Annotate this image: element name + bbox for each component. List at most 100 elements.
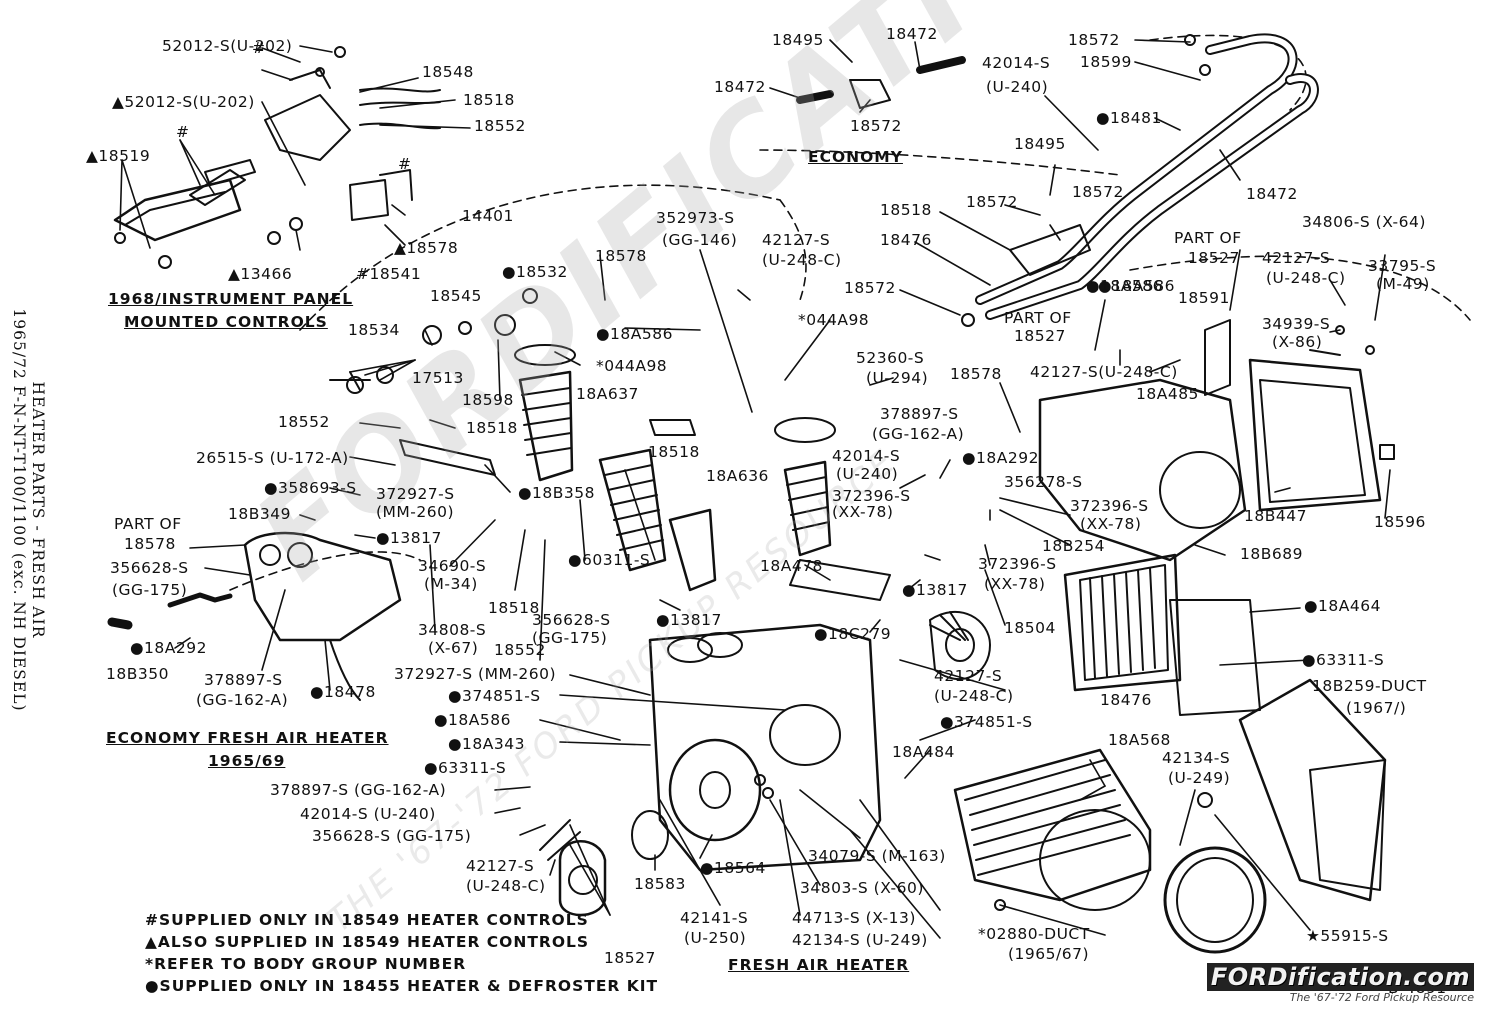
part-label: 18A568: [1108, 731, 1171, 749]
heater-core: [1063, 553, 1261, 716]
part-label: 18527: [1014, 327, 1066, 345]
part-label: ●18A292: [130, 639, 207, 657]
part-label: 44713-S (X-13): [792, 909, 916, 927]
part-label: PART OF: [114, 515, 182, 533]
part-label: (1965/67): [1008, 945, 1089, 963]
part-label: ●18481: [1096, 109, 1162, 127]
side-title-line1: HEATER PARTS - FRESH AIR: [29, 381, 47, 639]
part-label: 18527: [1188, 249, 1240, 267]
part-label: 18A485: [1136, 385, 1199, 403]
footnote-1: #SUPPLIED ONLY IN 18549 HEATER CONTROLS: [145, 911, 589, 929]
part-label: #: [398, 155, 412, 173]
part-label: 18B254: [1042, 537, 1105, 555]
part-label: 352973-S: [656, 209, 735, 227]
header-economy-fresh-air-2: 1965/69: [208, 752, 286, 770]
part-label: (U-240): [986, 78, 1049, 96]
part-label: #18541: [356, 265, 422, 283]
part-label: 18572: [1072, 183, 1124, 201]
part-label: *02880-DUCT: [978, 925, 1090, 943]
part-label: #: [176, 123, 190, 141]
logo-sub: The '67-'72 Ford Pickup Resource: [1289, 991, 1474, 1004]
part-label: ●13817: [376, 529, 442, 547]
part-label: 18B350: [106, 665, 169, 683]
part-label: 42141-S: [680, 909, 749, 927]
part-label: 18596: [1374, 513, 1426, 531]
part-label: 18527: [604, 949, 656, 967]
part-label: 18578: [124, 535, 176, 553]
part-label: 18572: [844, 279, 896, 297]
part-label: 42127-S(U-248-C): [1030, 363, 1178, 381]
part-label: 378897-S: [204, 671, 283, 689]
part-label: (U-248-C): [466, 877, 546, 895]
part-label: ●18B358: [518, 484, 595, 502]
part-label: (GG-175): [112, 581, 188, 599]
part-label: 42127-S: [466, 857, 535, 875]
part-label: ●18C279: [814, 625, 892, 643]
part-label: (MM-260): [376, 503, 455, 521]
part-label: 18583: [634, 875, 686, 893]
part-label: 33795-S: [1368, 257, 1437, 275]
side-title-line2: 1965/72 F-N-NT-T100/1100 (exc. NH DIESEL…: [10, 308, 28, 712]
part-label: (GG-146): [662, 231, 738, 249]
part-label: 356628-S: [110, 559, 189, 577]
part-label: 18578: [950, 365, 1002, 383]
part-label: ●13817: [656, 611, 722, 629]
part-label: 18504: [1004, 619, 1056, 637]
part-label: (GG-162-A): [196, 691, 289, 709]
part-label: 42127-S: [934, 667, 1003, 685]
part-label: 18572: [1068, 31, 1120, 49]
part-label: 356628-S (GG-175): [312, 827, 472, 845]
part-label: (XX-78): [1080, 515, 1142, 533]
part-label: (U-250): [684, 929, 747, 947]
part-label: 18A478: [760, 557, 823, 575]
part-label: 18495: [772, 31, 824, 49]
header-economy: ECONOMY: [808, 148, 903, 166]
part-label: ●63311-S: [1302, 651, 1385, 669]
part-label: 18B349: [228, 505, 291, 523]
part-label: (U-248-C): [934, 687, 1014, 705]
part-label: 34690-S: [418, 557, 487, 575]
part-label: 18472: [886, 25, 938, 43]
part-label: 18518: [880, 201, 932, 219]
part-label: (M-49): [1376, 275, 1430, 293]
part-label: 372396-S: [978, 555, 1057, 573]
part-label: ▲18578: [394, 239, 459, 257]
part-label: (GG-162-A): [872, 425, 965, 443]
part-label: ▲13466: [228, 265, 293, 283]
accordion-duct: [953, 678, 1387, 954]
part-label: 18B259-DUCT: [1312, 677, 1427, 695]
part-label: PART OF: [1004, 309, 1072, 327]
part-label: 34803-S (X-60): [800, 879, 924, 897]
part-label: 18545: [430, 287, 482, 305]
part-label: (U-240): [836, 465, 899, 483]
part-label: 18599: [1080, 53, 1132, 71]
part-label: 42127-S: [1262, 249, 1331, 267]
part-label: ●18A464: [1304, 597, 1381, 615]
part-label: 18552: [278, 413, 330, 431]
part-label: 18518: [463, 91, 515, 109]
part-label: 18A636: [706, 467, 769, 485]
part-label: 42014-S: [832, 447, 901, 465]
part-label: (X-86): [1272, 333, 1323, 351]
part-label: 52012-S(U-202): [162, 37, 293, 55]
part-label: 372396-S: [1070, 497, 1149, 515]
part-label: 34808-S: [418, 621, 487, 639]
part-label: 17513: [412, 369, 464, 387]
part-label: ●18A586: [1098, 277, 1175, 295]
part-label: 18B447: [1244, 507, 1307, 525]
part-label: ●374851-S: [940, 713, 1033, 731]
part-label: (GG-175): [532, 629, 608, 647]
part-label: 372927-S (MM-260): [394, 665, 557, 683]
leader-lines: [119, 39, 1391, 939]
header-fresh-air-heater: FRESH AIR HEATER: [728, 956, 910, 974]
part-label: 42014-S: [982, 54, 1051, 72]
part-label: 18518: [648, 443, 700, 461]
part-label: ●18A292: [962, 449, 1039, 467]
part-label: 34939-S: [1262, 315, 1331, 333]
part-label: 18552: [494, 641, 546, 659]
header-economy-fresh-air-1: ECONOMY FRESH AIR HEATER: [106, 729, 389, 747]
part-label: PART OF: [1174, 229, 1242, 247]
part-label: 372927-S: [376, 485, 455, 503]
part-label: 18495: [1014, 135, 1066, 153]
